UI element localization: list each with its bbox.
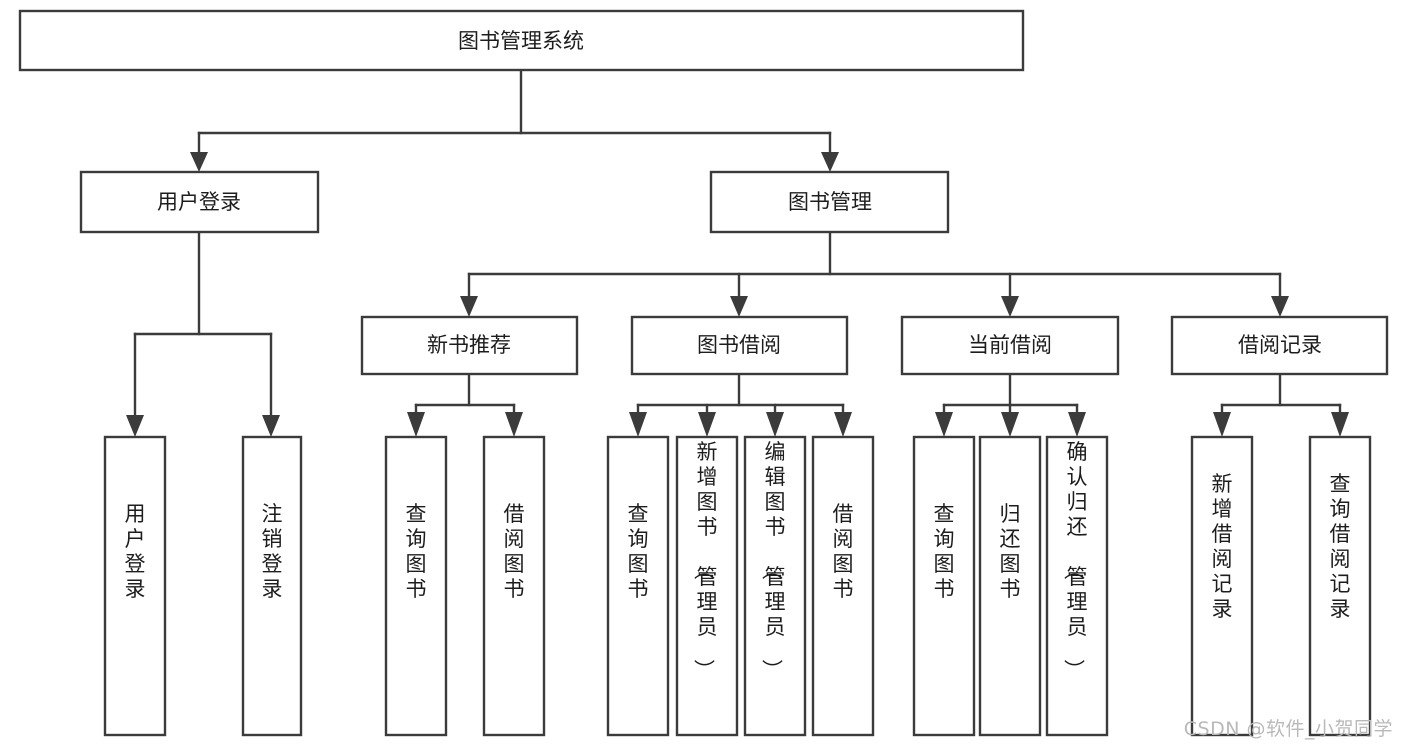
node-leaf-user-logout-label: 注销登录 bbox=[262, 502, 283, 601]
node-leaf-borrow-book-2[interactable]: 借阅图书 bbox=[811, 435, 875, 737]
node-leaf-query-book-2-label: 查询图书 bbox=[628, 502, 649, 601]
node-leaf-confirm-return[interactable]: 确认归还（管理员） bbox=[1045, 435, 1109, 737]
arrow-head-leaf-user-login bbox=[126, 415, 144, 437]
arrow-head-leaf-user-logout bbox=[262, 415, 280, 437]
node-root-label: 图书管理系统 bbox=[458, 29, 584, 53]
node-leaf-confirm-return-box[interactable] bbox=[1045, 435, 1109, 737]
arrow-head-leaf-query-book-2 bbox=[629, 412, 647, 437]
node-leaf-user-login[interactable]: 用户登录 bbox=[103, 435, 167, 737]
node-new-book-recommend-box[interactable] bbox=[360, 315, 579, 376]
arrow-head-book-borrow bbox=[730, 296, 748, 317]
arrow-head-borrow-record bbox=[1271, 296, 1289, 317]
arrow-head-leaf-query-book-1 bbox=[407, 412, 425, 437]
node-book-manage[interactable]: 图书管理 bbox=[709, 170, 950, 234]
node-leaf-add-book-label: 新增图书（管理员） bbox=[692, 440, 718, 680]
node-borrow-record-label: 借阅记录 bbox=[1238, 333, 1322, 357]
arrow-head-leaf-confirm-return bbox=[1068, 412, 1086, 437]
node-leaf-user-logout[interactable]: 注销登录 bbox=[241, 435, 303, 737]
connector-book-manage-to-level3 bbox=[460, 230, 1289, 317]
node-new-book-recommend-label: 新书推荐 bbox=[427, 333, 511, 357]
node-leaf-add-book[interactable]: 新增图书（管理员） bbox=[675, 435, 739, 737]
arrow-head-book-manage bbox=[821, 152, 839, 172]
connector-borrow-record-to-leaves bbox=[1213, 372, 1349, 437]
arrow-head-new-book-recommend bbox=[460, 296, 478, 317]
node-leaf-edit-book-label: 编辑图书（管理员） bbox=[760, 440, 786, 680]
arrow-head-leaf-add-book bbox=[698, 412, 716, 437]
node-book-borrow-box[interactable] bbox=[630, 315, 849, 376]
connector-root-to-level2 bbox=[190, 68, 839, 172]
node-leaf-add-book-box[interactable] bbox=[675, 435, 739, 737]
node-leaf-user-login-box[interactable] bbox=[103, 435, 167, 737]
node-book-borrow-label: 图书借阅 bbox=[697, 333, 781, 357]
arrow-head-leaf-borrow-book-2 bbox=[834, 412, 852, 437]
node-current-borrow[interactable]: 当前借阅 bbox=[900, 315, 1120, 376]
node-leaf-borrow-book-1[interactable]: 借阅图书 bbox=[482, 435, 546, 737]
node-root-box[interactable] bbox=[18, 9, 1025, 72]
node-borrow-record[interactable]: 借阅记录 bbox=[1170, 315, 1389, 376]
node-new-book-recommend[interactable]: 新书推荐 bbox=[360, 315, 579, 376]
node-user-login[interactable]: 用户登录 bbox=[79, 170, 320, 234]
node-leaf-edit-book[interactable]: 编辑图书（管理员） bbox=[743, 435, 807, 737]
node-leaf-borrow-book-2-box[interactable] bbox=[811, 435, 875, 737]
arrow-head-leaf-add-record bbox=[1213, 412, 1231, 437]
node-book-borrow[interactable]: 图书借阅 bbox=[630, 315, 849, 376]
node-leaf-add-record-box[interactable] bbox=[1190, 435, 1254, 737]
node-leaf-query-book-1-label: 查询图书 bbox=[406, 502, 427, 601]
connector-new-book-recommend-to-leaves bbox=[407, 372, 523, 437]
node-leaf-borrow-book-2-label: 借阅图书 bbox=[833, 502, 854, 601]
node-user-login-box[interactable] bbox=[79, 170, 320, 234]
node-leaf-edit-book-box[interactable] bbox=[743, 435, 807, 737]
arrow-head-leaf-query-record bbox=[1331, 412, 1349, 437]
node-user-login-label: 用户登录 bbox=[157, 190, 241, 214]
node-leaf-return-book[interactable]: 归还图书 bbox=[978, 435, 1042, 737]
arrow-head-leaf-query-book-3 bbox=[935, 412, 953, 437]
node-leaf-confirm-return-label: 确认归还（管理员） bbox=[1062, 440, 1088, 680]
node-leaf-add-record[interactable]: 新增借阅记录 bbox=[1190, 435, 1254, 737]
node-leaf-query-record-label: 查询借阅记录 bbox=[1330, 472, 1351, 621]
node-leaf-query-book-1[interactable]: 查询图书 bbox=[384, 435, 448, 737]
node-leaf-query-book-1-box[interactable] bbox=[384, 435, 448, 737]
connector-book-borrow-to-leaves bbox=[629, 372, 852, 437]
node-leaf-query-book-2[interactable]: 查询图书 bbox=[606, 435, 670, 737]
arrow-head-user-login bbox=[190, 152, 208, 172]
arrow-head-leaf-borrow-book-1 bbox=[505, 412, 523, 437]
node-leaf-query-book-2-box[interactable] bbox=[606, 435, 670, 737]
node-book-manage-label: 图书管理 bbox=[788, 190, 872, 214]
connector-current-borrow-to-leaves bbox=[935, 372, 1086, 437]
node-leaf-query-book-3-label: 查询图书 bbox=[934, 502, 955, 601]
node-leaf-query-book-3[interactable]: 查询图书 bbox=[912, 435, 976, 737]
arrow-head-leaf-edit-book bbox=[766, 412, 784, 437]
node-leaf-query-book-3-box[interactable] bbox=[912, 435, 976, 737]
node-current-borrow-label: 当前借阅 bbox=[968, 333, 1052, 357]
arrow-head-leaf-return-book bbox=[1001, 412, 1019, 437]
node-leaf-borrow-book-1-box[interactable] bbox=[482, 435, 546, 737]
node-leaf-return-book-box[interactable] bbox=[978, 435, 1042, 737]
node-book-manage-box[interactable] bbox=[709, 170, 950, 234]
node-current-borrow-box[interactable] bbox=[900, 315, 1120, 376]
node-leaf-add-record-label: 新增借阅记录 bbox=[1212, 472, 1233, 621]
node-leaf-return-book-label: 归还图书 bbox=[1000, 502, 1021, 601]
node-leaf-borrow-book-1-label: 借阅图书 bbox=[504, 502, 525, 601]
node-leaf-user-logout-box[interactable] bbox=[241, 435, 303, 737]
node-root[interactable]: 图书管理系统 bbox=[18, 9, 1025, 72]
connector-user-login-to-leaves bbox=[126, 230, 280, 437]
node-leaf-query-record[interactable]: 查询借阅记录 bbox=[1308, 435, 1372, 737]
node-leaf-query-record-box[interactable] bbox=[1308, 435, 1372, 737]
node-leaf-user-login-label: 用户登录 bbox=[125, 502, 146, 601]
arrow-head-current-borrow bbox=[1001, 296, 1019, 317]
node-borrow-record-box[interactable] bbox=[1170, 315, 1389, 376]
